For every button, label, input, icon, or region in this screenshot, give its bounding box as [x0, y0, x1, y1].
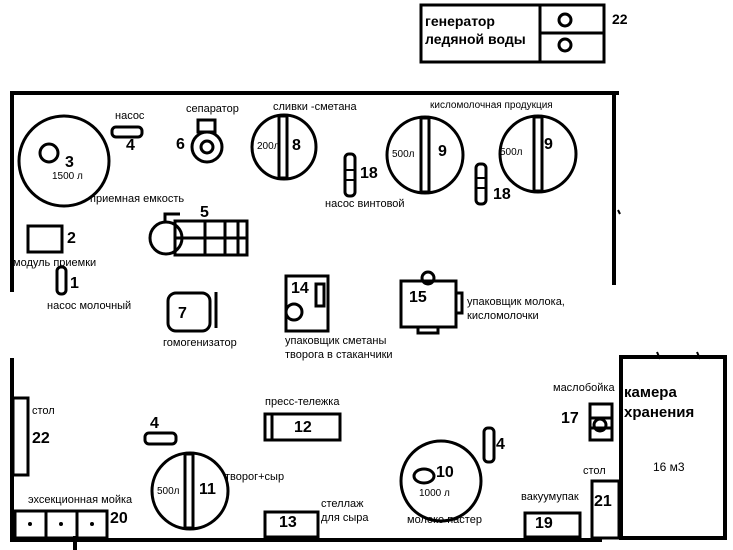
packer-15: [399, 270, 464, 335]
number-19: 19: [535, 515, 553, 532]
number-17: 17: [561, 410, 579, 427]
label-press: пресс-тележка: [265, 396, 340, 408]
label-upak-smetany-2: творога в стаканчики: [285, 349, 393, 361]
number-8: 8: [292, 137, 301, 154]
number-13: 13: [279, 514, 297, 531]
wash-20: [13, 509, 109, 540]
label-stol-right: стол: [583, 465, 606, 477]
label-moloko-paster: молоко пастер: [407, 514, 482, 526]
number-20: 20: [110, 510, 128, 527]
press-cart-12: [263, 412, 342, 442]
number-4-mid: 4: [150, 415, 159, 432]
tank-9-left: [385, 115, 465, 195]
number-3: 3: [65, 154, 74, 171]
label-stellazh-2: для сыра: [321, 512, 369, 524]
number-2: 2: [67, 230, 76, 247]
table-left: [11, 396, 30, 477]
volume-10: 1000 л: [419, 488, 450, 499]
label-kamera-vol: 16 м3: [653, 460, 685, 474]
homogenizer-7: [166, 291, 218, 333]
ice-water-generator: [419, 3, 606, 64]
label-separator: сепаратор: [186, 103, 239, 115]
label-kamera-2: хранения: [624, 404, 695, 421]
number-22-left: 22: [32, 430, 50, 447]
pump-4-right: [482, 426, 496, 464]
volume-8: 200л: [257, 141, 280, 152]
number-18-right: 18: [493, 186, 511, 203]
label-modul: модуль приемки: [13, 257, 97, 269]
volume-11: 500л: [157, 486, 180, 497]
vacuum-19: [523, 511, 582, 539]
number-11: 11: [199, 481, 216, 498]
label-kislomol: кисломолочная продукция: [430, 100, 553, 111]
number-12: 12: [294, 419, 312, 436]
table-21: [590, 479, 621, 540]
tank-9-right: [498, 114, 578, 194]
label-priemnaya: приемная емкость: [90, 193, 185, 205]
generator-label-1: генератор: [425, 13, 495, 29]
shelf-13: [263, 510, 320, 539]
label-upak-moloka-1: упаковщик молока,: [467, 296, 565, 308]
tank-10: [399, 439, 483, 523]
label-stellazh-1: стеллаж: [321, 498, 364, 510]
number-4-top: 4: [126, 137, 135, 154]
label-gomogen: гомогенизатор: [163, 337, 237, 349]
butter-churn-17: [588, 402, 614, 442]
receiving-module-2: [26, 224, 64, 254]
volume-9-left: 500л: [392, 149, 415, 160]
label-upak-smetany-1: упаковщик сметаны: [285, 335, 387, 347]
number-15: 15: [409, 289, 427, 306]
label-stol-left: стол: [32, 405, 55, 417]
number-6: 6: [176, 136, 185, 153]
number-10: 10: [436, 464, 454, 481]
number-9-right: 9: [544, 136, 553, 153]
volume-3: 1500 л: [52, 171, 83, 182]
pump-4-mid: [143, 431, 178, 446]
label-maslo: маслобойка: [553, 382, 615, 394]
number-7: 7: [178, 305, 187, 322]
number-18-left: 18: [360, 165, 378, 182]
label-slivki: сливки -сметана: [273, 101, 357, 113]
label-vakuum: вакуумупак: [521, 491, 579, 503]
number-21: 21: [594, 493, 612, 510]
label-nasos-vintovoy: насос винтовой: [325, 198, 405, 210]
tank-8: [250, 113, 318, 181]
label-upak-moloka-2: кисломолочки: [467, 310, 539, 322]
number-14: 14: [291, 280, 309, 297]
milk-pump-1: [55, 265, 68, 296]
generator-number: 22: [612, 11, 628, 27]
volume-9-right: 500л: [500, 147, 523, 158]
label-nasos-top: насос: [115, 110, 145, 122]
label-tvorog: творог+сыр: [225, 471, 285, 483]
separator-6: [190, 118, 224, 164]
label-kamera-1: камера: [624, 384, 677, 401]
tank-11: [150, 451, 230, 531]
number-1: 1: [70, 275, 79, 292]
number-4-right: 4: [496, 436, 505, 453]
storage-room: [619, 355, 727, 540]
number-9-left: 9: [438, 143, 447, 160]
label-moyka: эхсекционная мойка: [28, 494, 133, 506]
pump-4-top: [110, 125, 144, 139]
label-nasos-moloch: насос молочный: [47, 300, 132, 312]
pump-18-right: [474, 162, 488, 206]
packer-14: [284, 274, 330, 333]
tank-3: [17, 114, 111, 208]
generator-label-2: ледяной воды: [425, 31, 526, 47]
pump-18-left: [343, 152, 357, 198]
number-5: 5: [200, 204, 209, 221]
receiving-tank-5: [148, 212, 249, 257]
